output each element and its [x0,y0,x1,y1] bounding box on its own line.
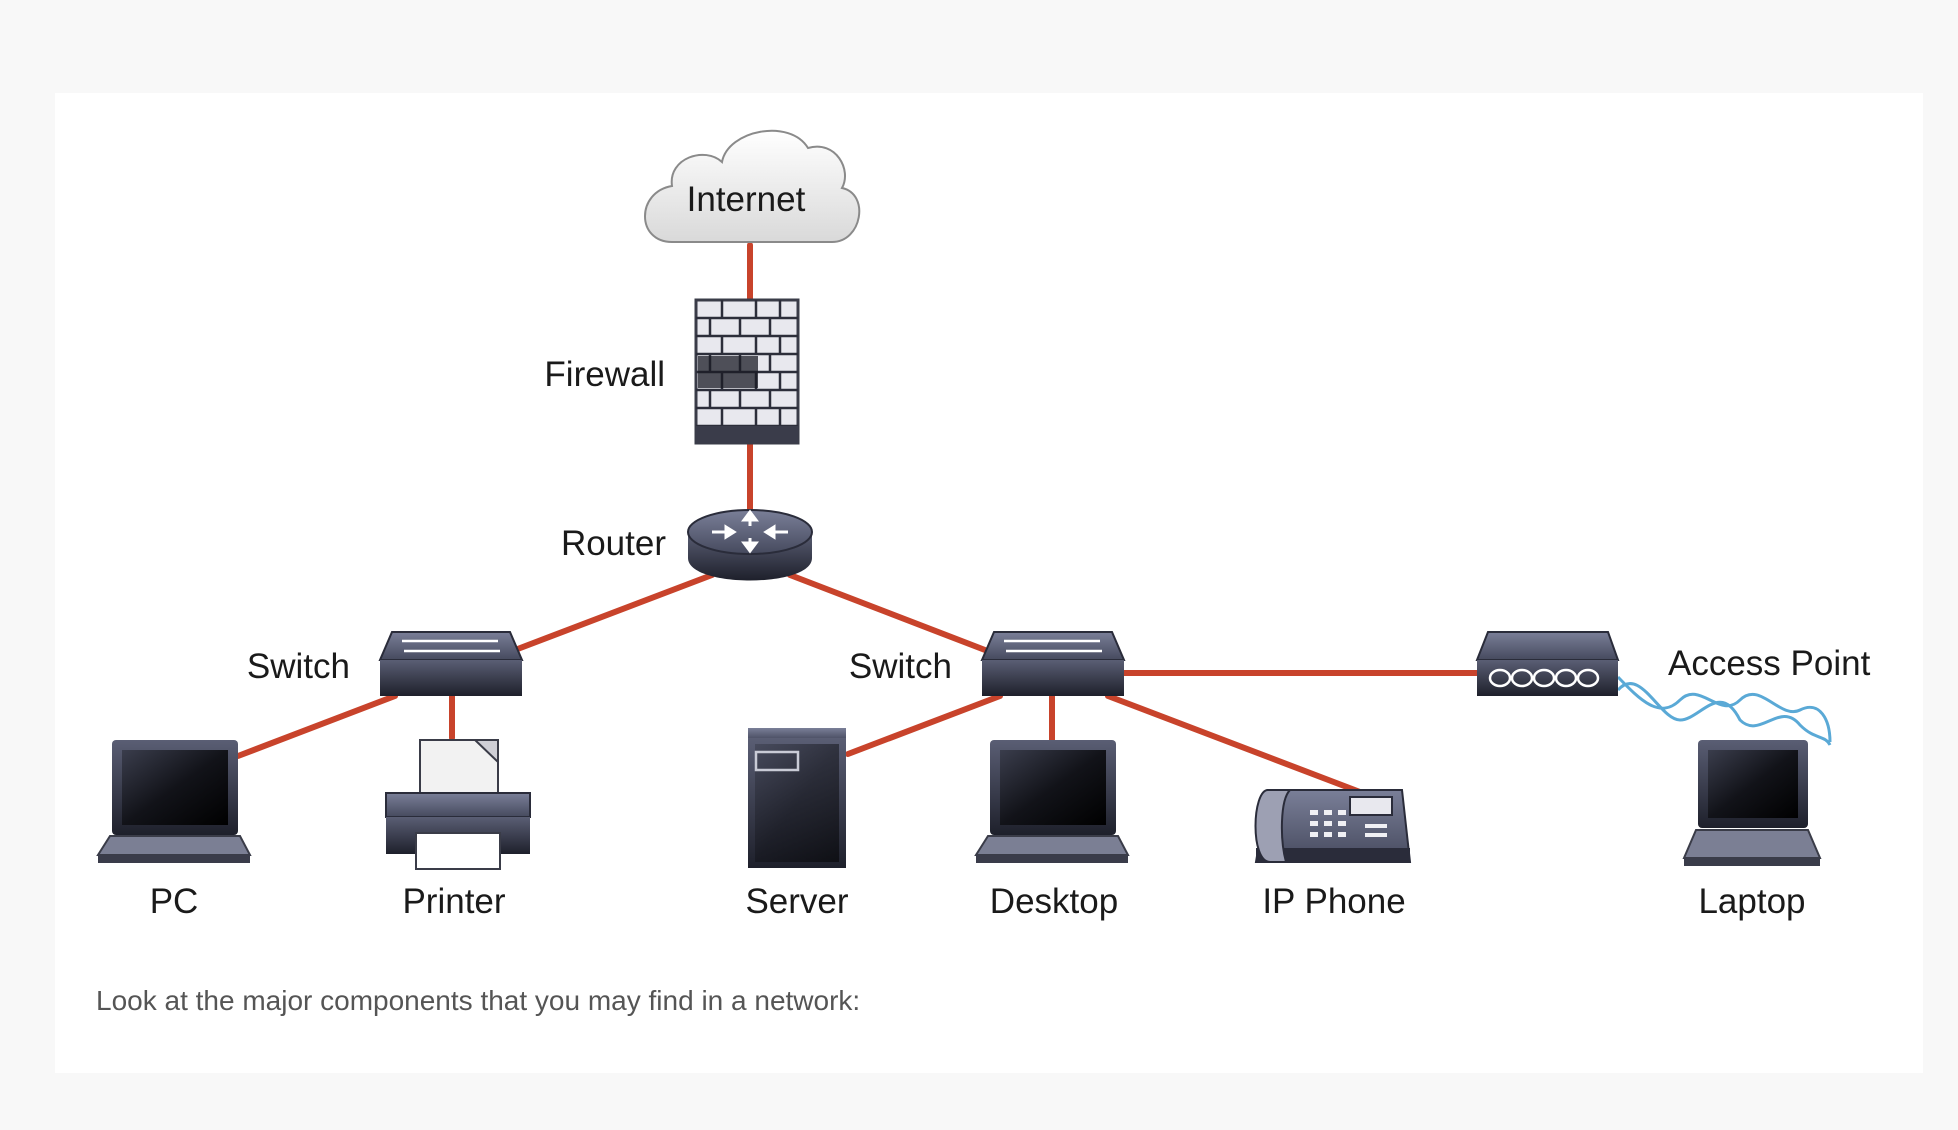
router-icon [687,509,813,581]
pc-icon [96,740,252,863]
link-router-switch-left [512,572,715,653]
firewall-label: Firewall [544,355,665,394]
server-icon [748,728,846,868]
link-switch-right-server [845,693,1003,757]
laptop-icon [1682,740,1822,866]
link-switch-left-pc [235,693,398,759]
firewall-icon [694,298,800,445]
link-router-switch-right [787,572,988,653]
ip-phone-icon [1254,789,1412,863]
switch-left-icon [378,631,524,696]
caption-text: Look at the major components that you ma… [96,985,861,1016]
desktop-label: Desktop [989,882,1119,921]
switch-right-label: Switch [848,647,952,686]
desktop-icon [974,740,1130,863]
printer-icon [385,739,531,870]
access-point-label: Access Point [1668,644,1871,683]
link-switch-right-ipphone [1105,693,1363,795]
cloud-icon [644,129,861,243]
switch-left-label: Switch [246,647,350,686]
ip-phone-label: IP Phone [1262,882,1406,921]
switch-right-icon [980,631,1126,696]
laptop-label: Laptop [1698,882,1806,921]
internet-label: Internet [686,180,806,219]
router-label: Router [560,524,666,563]
printer-label: Printer [402,882,506,921]
diagram-card [55,93,1923,1073]
access-point-icon [1475,631,1620,696]
pc-label: PC [149,882,199,921]
server-label: Server [745,882,849,921]
wireless-signal [1616,675,1832,746]
